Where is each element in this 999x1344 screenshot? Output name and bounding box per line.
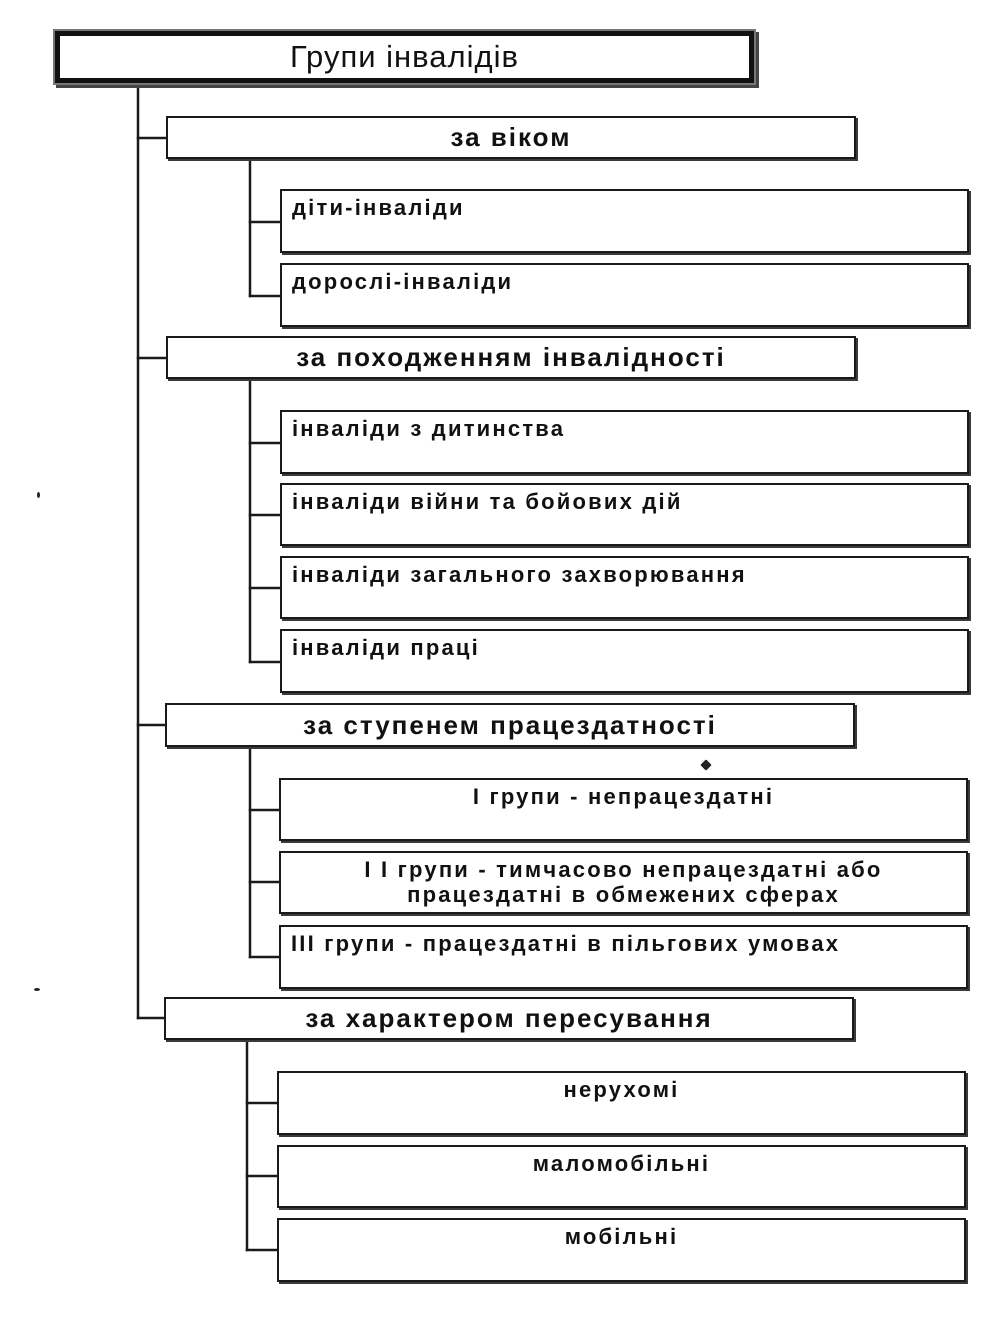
leaf-box: нерухомі <box>277 1071 966 1135</box>
leaf-box: І групи - непрацездатні <box>279 778 968 841</box>
scan-speck <box>34 988 40 991</box>
root-box: Групи інвалідів <box>55 31 754 83</box>
category-box-work-capacity: за ступенем працездатності <box>165 703 855 747</box>
leaf-label: діти-інваліди <box>292 195 465 220</box>
leaf-box: ІІІ групи - працездатні в пільгових умов… <box>279 925 968 989</box>
category-box-mobility: за характером пересування <box>164 997 854 1040</box>
root-title: Групи інвалідів <box>290 39 519 74</box>
leaf-label: інваліди з дитинства <box>292 416 566 441</box>
leaf-box: інваліди війни та бойових дій <box>280 483 969 546</box>
leaf-box: маломобільні <box>277 1145 966 1208</box>
leaf-box: інваліди загального захворювання <box>280 556 969 619</box>
leaf-label: ІІІ групи - працездатні в пільгових умов… <box>291 931 841 956</box>
leaf-label: І І групи - тимчасово непрацездатні або … <box>364 857 883 907</box>
leaf-box: мобільні <box>277 1218 966 1282</box>
leaf-box: І І групи - тимчасово непрацездатні або … <box>279 851 968 914</box>
scan-speck <box>37 492 40 498</box>
leaf-label: інваліди загального захворювання <box>292 562 747 587</box>
category-box-age: за віком <box>166 116 856 159</box>
leaf-label: маломобільні <box>532 1151 711 1176</box>
leaf-label: І групи - непрацездатні <box>472 784 775 809</box>
leaf-label: інваліди війни та бойових дій <box>292 489 683 514</box>
category-label: за ступенем працездатності <box>303 709 717 740</box>
leaf-box: інваліди праці <box>280 629 969 693</box>
leaf-box: дорослі-інваліди <box>280 263 969 327</box>
leaf-label: дорослі-інваліди <box>292 269 514 294</box>
leaf-box: діти-інваліди <box>280 189 969 253</box>
category-label: за характером пересування <box>305 1003 713 1033</box>
category-label: за віком <box>450 122 572 152</box>
leaf-box: інваліди з дитинства <box>280 410 969 474</box>
leaf-label: нерухомі <box>563 1077 680 1102</box>
leaf-label: інваліди праці <box>292 635 480 660</box>
category-box-origin: за походженням інвалідності <box>166 336 856 379</box>
category-label: за походженням інвалідності <box>296 342 726 372</box>
leaf-label: мобільні <box>564 1224 679 1249</box>
